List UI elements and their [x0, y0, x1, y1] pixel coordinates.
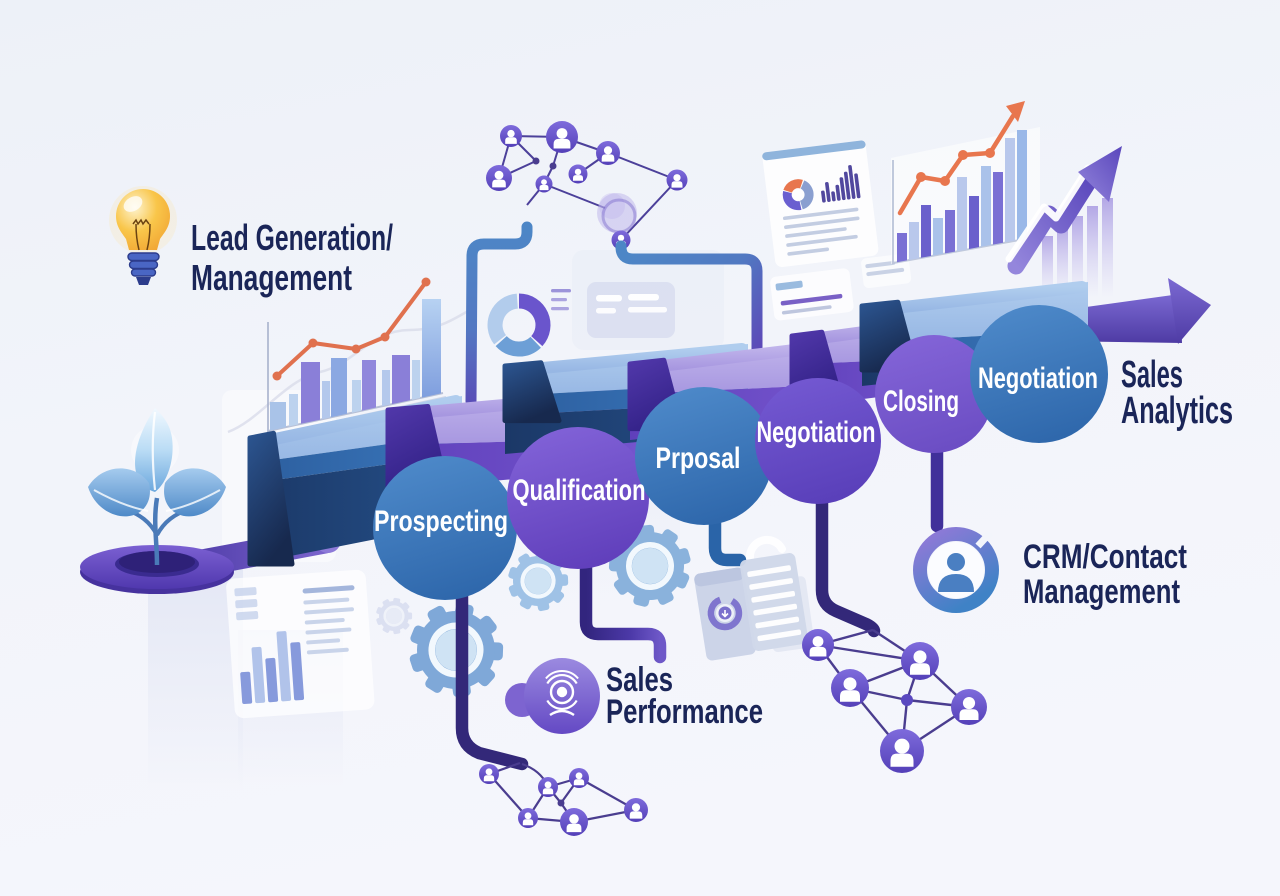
svg-text:Negotiation: Negotiation [978, 362, 1098, 395]
svg-text:Qualification: Qualification [513, 474, 646, 507]
svg-text:Prposal: Prposal [656, 442, 741, 475]
svg-text:Lead Generation/: Lead Generation/ [191, 217, 393, 258]
svg-text:Management: Management [191, 257, 352, 298]
svg-text:CRM/Contact: CRM/Contact [1023, 538, 1187, 576]
svg-text:Sales: Sales [606, 661, 673, 699]
svg-text:Sales: Sales [1121, 354, 1183, 396]
svg-text:Closing: Closing [883, 385, 959, 418]
svg-text:Performance: Performance [606, 693, 763, 731]
svg-text:Prospecting: Prospecting [374, 505, 508, 538]
svg-text:Analytics: Analytics [1121, 390, 1233, 432]
svg-text:Negotiation: Negotiation [757, 416, 876, 449]
svg-text:Management: Management [1023, 573, 1180, 611]
